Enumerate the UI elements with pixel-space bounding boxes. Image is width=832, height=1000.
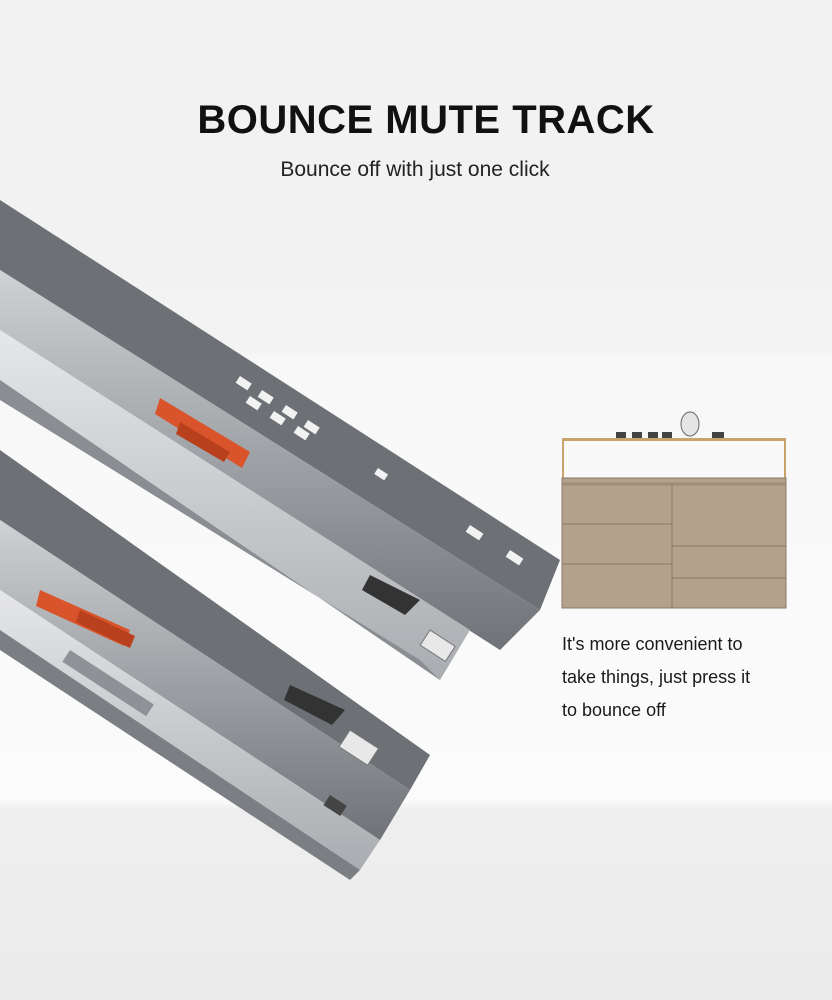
description-line: to bounce off <box>562 700 666 720</box>
page-subtitle: Bounce off with just one click <box>280 158 550 181</box>
cabinet-image <box>561 411 787 609</box>
page-title: BOUNCE MUTE TRACK <box>197 98 655 142</box>
lower-rail <box>0 450 430 880</box>
description-line: It's more convenient to <box>562 634 743 654</box>
feature-description: It's more convenient to take things, jus… <box>562 628 812 727</box>
description-line: take things, just press it <box>562 667 751 687</box>
upper-rail <box>0 200 560 680</box>
drawer-slide-rails-image <box>0 200 560 880</box>
